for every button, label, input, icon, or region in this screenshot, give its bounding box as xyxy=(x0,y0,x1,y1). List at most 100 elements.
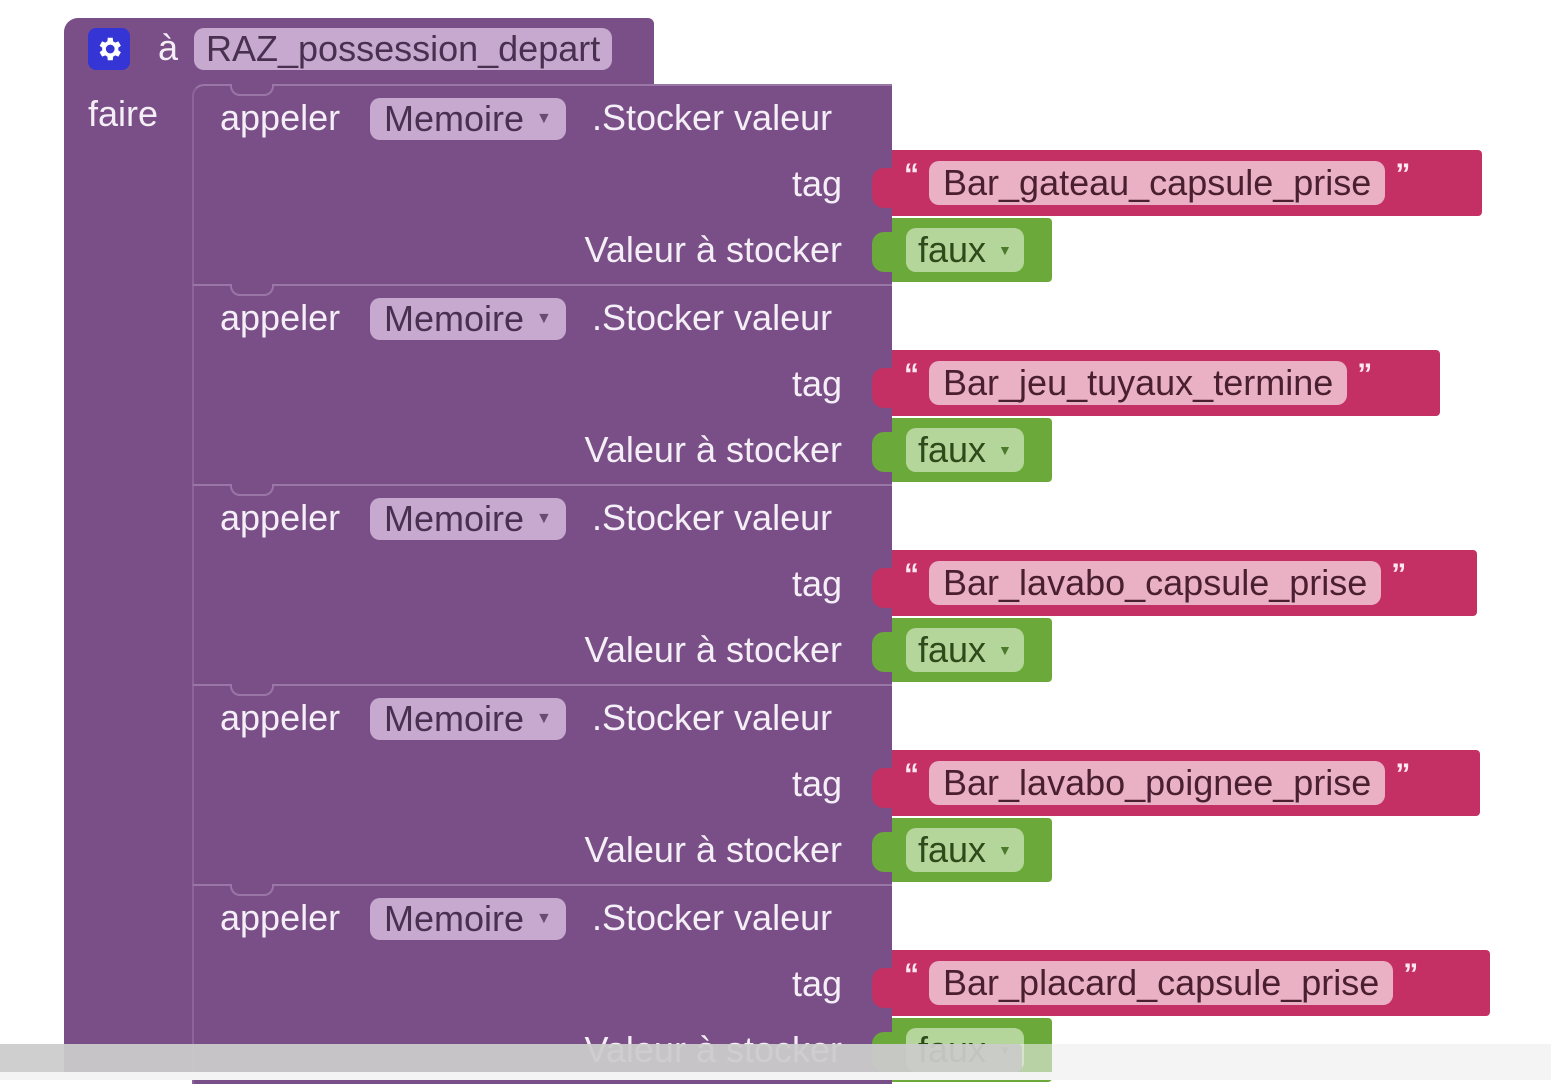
gear-icon xyxy=(99,37,121,61)
text-string-block[interactable]: “ Bar_placard_capsule_prise ” xyxy=(892,950,1490,1016)
logic-false-block[interactable]: faux ▼ xyxy=(892,618,1052,682)
call-label: appeler xyxy=(220,97,341,138)
tag-text-field[interactable]: Bar_lavabo_poignee_prise xyxy=(929,761,1386,805)
boolean-value: faux xyxy=(918,829,987,870)
tag-text-field[interactable]: Bar_lavabo_capsule_prise xyxy=(929,561,1382,605)
tag-input-socket xyxy=(872,768,894,808)
close-quote-icon: ” xyxy=(1403,958,1419,991)
bottom-edge xyxy=(0,1072,1551,1080)
connector-notch xyxy=(230,284,274,296)
dropdown-arrow-icon: ▼ xyxy=(536,310,552,327)
logic-false-block[interactable]: faux ▼ xyxy=(892,818,1052,882)
open-quote-icon: “ xyxy=(904,758,919,791)
dropdown-arrow-icon: ▼ xyxy=(536,910,552,927)
component-name: Memoire xyxy=(384,498,525,539)
procedure-do-label: faire xyxy=(88,93,159,134)
component-name: Memoire xyxy=(384,98,525,139)
tag-input-socket xyxy=(872,568,894,608)
horizontal-scrollbar[interactable] xyxy=(0,1044,1551,1072)
dropdown-arrow-icon: ▼ xyxy=(536,110,552,127)
text-string-block[interactable]: “ Bar_lavabo_capsule_prise ” xyxy=(892,550,1477,616)
component-name: Memoire xyxy=(384,298,525,339)
value-label: Valeur à stocker xyxy=(584,629,842,670)
tag-label: tag xyxy=(791,563,842,604)
method-label: .Stocker valeur xyxy=(592,97,833,138)
logic-false-block[interactable]: faux ▼ xyxy=(892,218,1052,282)
text-string-block[interactable]: “ Bar_lavabo_poignee_prise ” xyxy=(892,750,1480,816)
component-dropdown[interactable]: Memoire ▼ xyxy=(370,98,566,140)
scrollbar-thumb[interactable] xyxy=(0,1044,1022,1072)
open-quote-icon: “ xyxy=(904,158,919,191)
component-dropdown[interactable]: Memoire ▼ xyxy=(370,498,566,540)
connector-notch xyxy=(230,84,274,96)
tag-input-socket xyxy=(872,968,894,1008)
value-label: Valeur à stocker xyxy=(584,229,842,270)
open-quote-icon: “ xyxy=(904,958,919,991)
method-label: .Stocker valeur xyxy=(592,897,833,938)
value-input-socket xyxy=(872,832,894,872)
procedure-name-field[interactable]: RAZ_possession_depart xyxy=(194,28,613,70)
value-input-socket xyxy=(872,232,894,272)
call-label: appeler xyxy=(220,497,341,538)
dropdown-arrow-icon: ▼ xyxy=(998,642,1012,658)
workspace-background xyxy=(654,18,894,84)
boolean-dropdown[interactable]: faux ▼ xyxy=(906,828,1024,872)
value-label: Valeur à stocker xyxy=(584,429,842,470)
close-quote-icon: ” xyxy=(1357,358,1373,391)
dropdown-arrow-icon: ▼ xyxy=(998,842,1012,858)
close-quote-icon: ” xyxy=(1395,758,1411,791)
close-quote-icon: ” xyxy=(1395,158,1411,191)
boolean-value: faux xyxy=(918,429,987,470)
procedure-settings-button[interactable] xyxy=(88,28,130,70)
method-label: .Stocker valeur xyxy=(592,497,833,538)
tag-label: tag xyxy=(791,363,842,404)
dropdown-arrow-icon: ▼ xyxy=(536,510,552,527)
tag-label: tag xyxy=(791,963,842,1004)
open-quote-icon: “ xyxy=(904,558,919,591)
procedure-to-label: à xyxy=(158,27,179,68)
connector-notch xyxy=(230,684,274,696)
tag-text-field[interactable]: Bar_placard_capsule_prise xyxy=(929,961,1394,1005)
call-label: appeler xyxy=(220,697,341,738)
value-input-socket xyxy=(872,432,894,472)
tag-label: tag xyxy=(791,763,842,804)
dropdown-arrow-icon: ▼ xyxy=(998,242,1012,258)
call-label: appeler xyxy=(220,297,341,338)
close-quote-icon: ” xyxy=(1391,558,1407,591)
tag-input-socket xyxy=(872,168,894,208)
boolean-dropdown[interactable]: faux ▼ xyxy=(906,628,1024,672)
component-dropdown[interactable]: Memoire ▼ xyxy=(370,898,566,940)
boolean-value: faux xyxy=(918,629,987,670)
connector-notch xyxy=(230,484,274,496)
boolean-value: faux xyxy=(918,229,987,270)
call-label: appeler xyxy=(220,897,341,938)
tag-text-field[interactable]: Bar_gateau_capsule_prise xyxy=(929,161,1386,205)
tag-text-field[interactable]: Bar_jeu_tuyaux_termine xyxy=(929,361,1348,405)
open-quote-icon: “ xyxy=(904,358,919,391)
component-dropdown[interactable]: Memoire ▼ xyxy=(370,298,566,340)
tag-input-socket xyxy=(872,368,894,408)
text-string-block[interactable]: “ Bar_jeu_tuyaux_termine ” xyxy=(892,350,1440,416)
value-input-socket xyxy=(872,632,894,672)
method-label: .Stocker valeur xyxy=(592,697,833,738)
boolean-dropdown[interactable]: faux ▼ xyxy=(906,228,1024,272)
boolean-dropdown[interactable]: faux ▼ xyxy=(906,428,1024,472)
method-label: .Stocker valeur xyxy=(592,297,833,338)
component-dropdown[interactable]: Memoire ▼ xyxy=(370,698,566,740)
component-name: Memoire xyxy=(384,898,525,939)
dropdown-arrow-icon: ▼ xyxy=(998,442,1012,458)
text-string-block[interactable]: “ Bar_gateau_capsule_prise ” xyxy=(892,150,1482,216)
tag-label: tag xyxy=(791,163,842,204)
component-name: Memoire xyxy=(384,698,525,739)
logic-false-block[interactable]: faux ▼ xyxy=(892,418,1052,482)
connector-notch xyxy=(230,884,274,896)
dropdown-arrow-icon: ▼ xyxy=(536,710,552,727)
value-label: Valeur à stocker xyxy=(584,829,842,870)
